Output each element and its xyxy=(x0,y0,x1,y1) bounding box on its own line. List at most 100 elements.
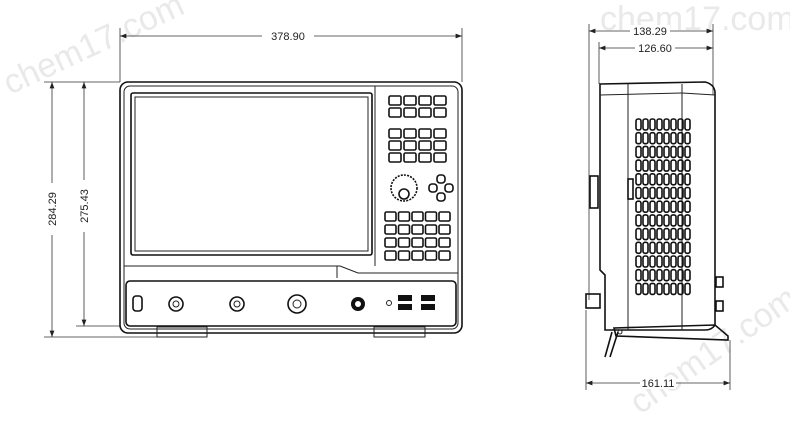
port-3 xyxy=(287,294,307,314)
body-depth-label: 126.60 xyxy=(638,43,672,55)
vent-slot xyxy=(649,131,656,145)
vent-slot xyxy=(642,131,649,145)
vent-slot xyxy=(684,186,691,200)
vent-slot xyxy=(656,268,663,282)
vent-slot xyxy=(677,186,684,200)
overall-depth-label: 138.29 xyxy=(633,26,667,38)
vent-slot xyxy=(642,268,649,282)
foot-left xyxy=(156,326,208,338)
vent-slot xyxy=(684,268,691,282)
keypad-key xyxy=(411,250,424,261)
vent-slot xyxy=(684,227,691,241)
vent-slot xyxy=(663,268,670,282)
watermark: chem17.com xyxy=(0,0,190,102)
body-height-label: 275.43 xyxy=(79,189,91,223)
vent-slot xyxy=(670,255,677,268)
vent-slot xyxy=(649,255,656,268)
vent-slot xyxy=(635,268,642,282)
vent-slot xyxy=(642,282,649,296)
arrow-keys xyxy=(428,174,454,202)
vent-slot xyxy=(670,214,677,227)
keypad-key xyxy=(397,224,411,235)
display-screen xyxy=(130,92,373,256)
vent-slot xyxy=(670,227,677,241)
vent-slot xyxy=(635,159,642,172)
vent-slot xyxy=(642,145,649,159)
vent-slot xyxy=(663,118,670,131)
vent-slot xyxy=(649,268,656,282)
vent-slot xyxy=(684,282,691,296)
vent-slot xyxy=(684,131,691,145)
vent-slot xyxy=(642,241,649,255)
keypad-key xyxy=(388,95,402,106)
vent-slot xyxy=(670,145,677,159)
keypad-key xyxy=(411,211,424,222)
vent-slot xyxy=(649,159,656,172)
watermark: chem17.com xyxy=(623,279,790,422)
watermark: chem17.com xyxy=(600,0,790,38)
keypad-key xyxy=(388,107,402,118)
keypad-key xyxy=(424,224,438,235)
keypad-key xyxy=(411,237,424,248)
vent-slot xyxy=(642,186,649,200)
vent-slot xyxy=(635,282,642,296)
keypad-key xyxy=(388,152,402,163)
vent-slot xyxy=(663,173,670,186)
vent-slot xyxy=(677,214,684,227)
vent-slot xyxy=(642,159,649,172)
vent-slot xyxy=(670,131,677,145)
keypad-key xyxy=(438,211,451,222)
vent-slot xyxy=(642,214,649,227)
vent-slot xyxy=(684,214,691,227)
vent-slot xyxy=(635,214,642,227)
overall-height-label: 284.29 xyxy=(47,192,59,226)
vent-slot xyxy=(656,282,663,296)
vent-slot xyxy=(677,241,684,255)
vent-slot xyxy=(649,186,656,200)
vent-slot xyxy=(649,200,656,213)
vent-slot xyxy=(677,268,684,282)
vent-slot xyxy=(677,159,684,172)
keypad-key xyxy=(424,250,438,261)
port-1 xyxy=(168,296,184,312)
keypad-key xyxy=(384,211,397,222)
keypad xyxy=(384,95,451,261)
vent-slot xyxy=(684,145,691,159)
keypad-key xyxy=(418,128,432,139)
vent-slot xyxy=(663,200,670,213)
vent-slot xyxy=(649,282,656,296)
vent-slot xyxy=(656,145,663,159)
keypad-key xyxy=(411,224,424,235)
keypad-key xyxy=(403,140,417,151)
depth-with-stand-label: 161.11 xyxy=(642,378,675,390)
vent-slot xyxy=(663,131,670,145)
vent-slot xyxy=(670,159,677,172)
keypad-key xyxy=(403,95,417,106)
width-dimension-label: 378.90 xyxy=(271,31,305,43)
vent-slot xyxy=(635,145,642,159)
keypad-key xyxy=(418,140,432,151)
vent-slot xyxy=(642,200,649,213)
vent-slot xyxy=(635,200,642,213)
vent-slot xyxy=(684,200,691,213)
vent-slot xyxy=(642,227,649,241)
vent-slot xyxy=(684,173,691,186)
keypad-key xyxy=(384,250,397,261)
keypad-key xyxy=(433,107,447,118)
keypad-key xyxy=(433,152,447,163)
vent-slot xyxy=(684,118,691,131)
front-connector xyxy=(585,293,601,309)
vent-slot xyxy=(677,131,684,145)
vent-slot xyxy=(684,255,691,268)
vent-slot xyxy=(635,227,642,241)
vent-slot xyxy=(656,214,663,227)
vent-slot xyxy=(670,118,677,131)
vent-slot xyxy=(663,214,670,227)
vent-slot xyxy=(649,173,656,186)
vent-slot xyxy=(670,241,677,255)
keypad-key xyxy=(388,128,402,139)
vent-slot xyxy=(656,159,663,172)
keypad-key xyxy=(433,128,447,139)
keypad-key xyxy=(418,107,432,118)
